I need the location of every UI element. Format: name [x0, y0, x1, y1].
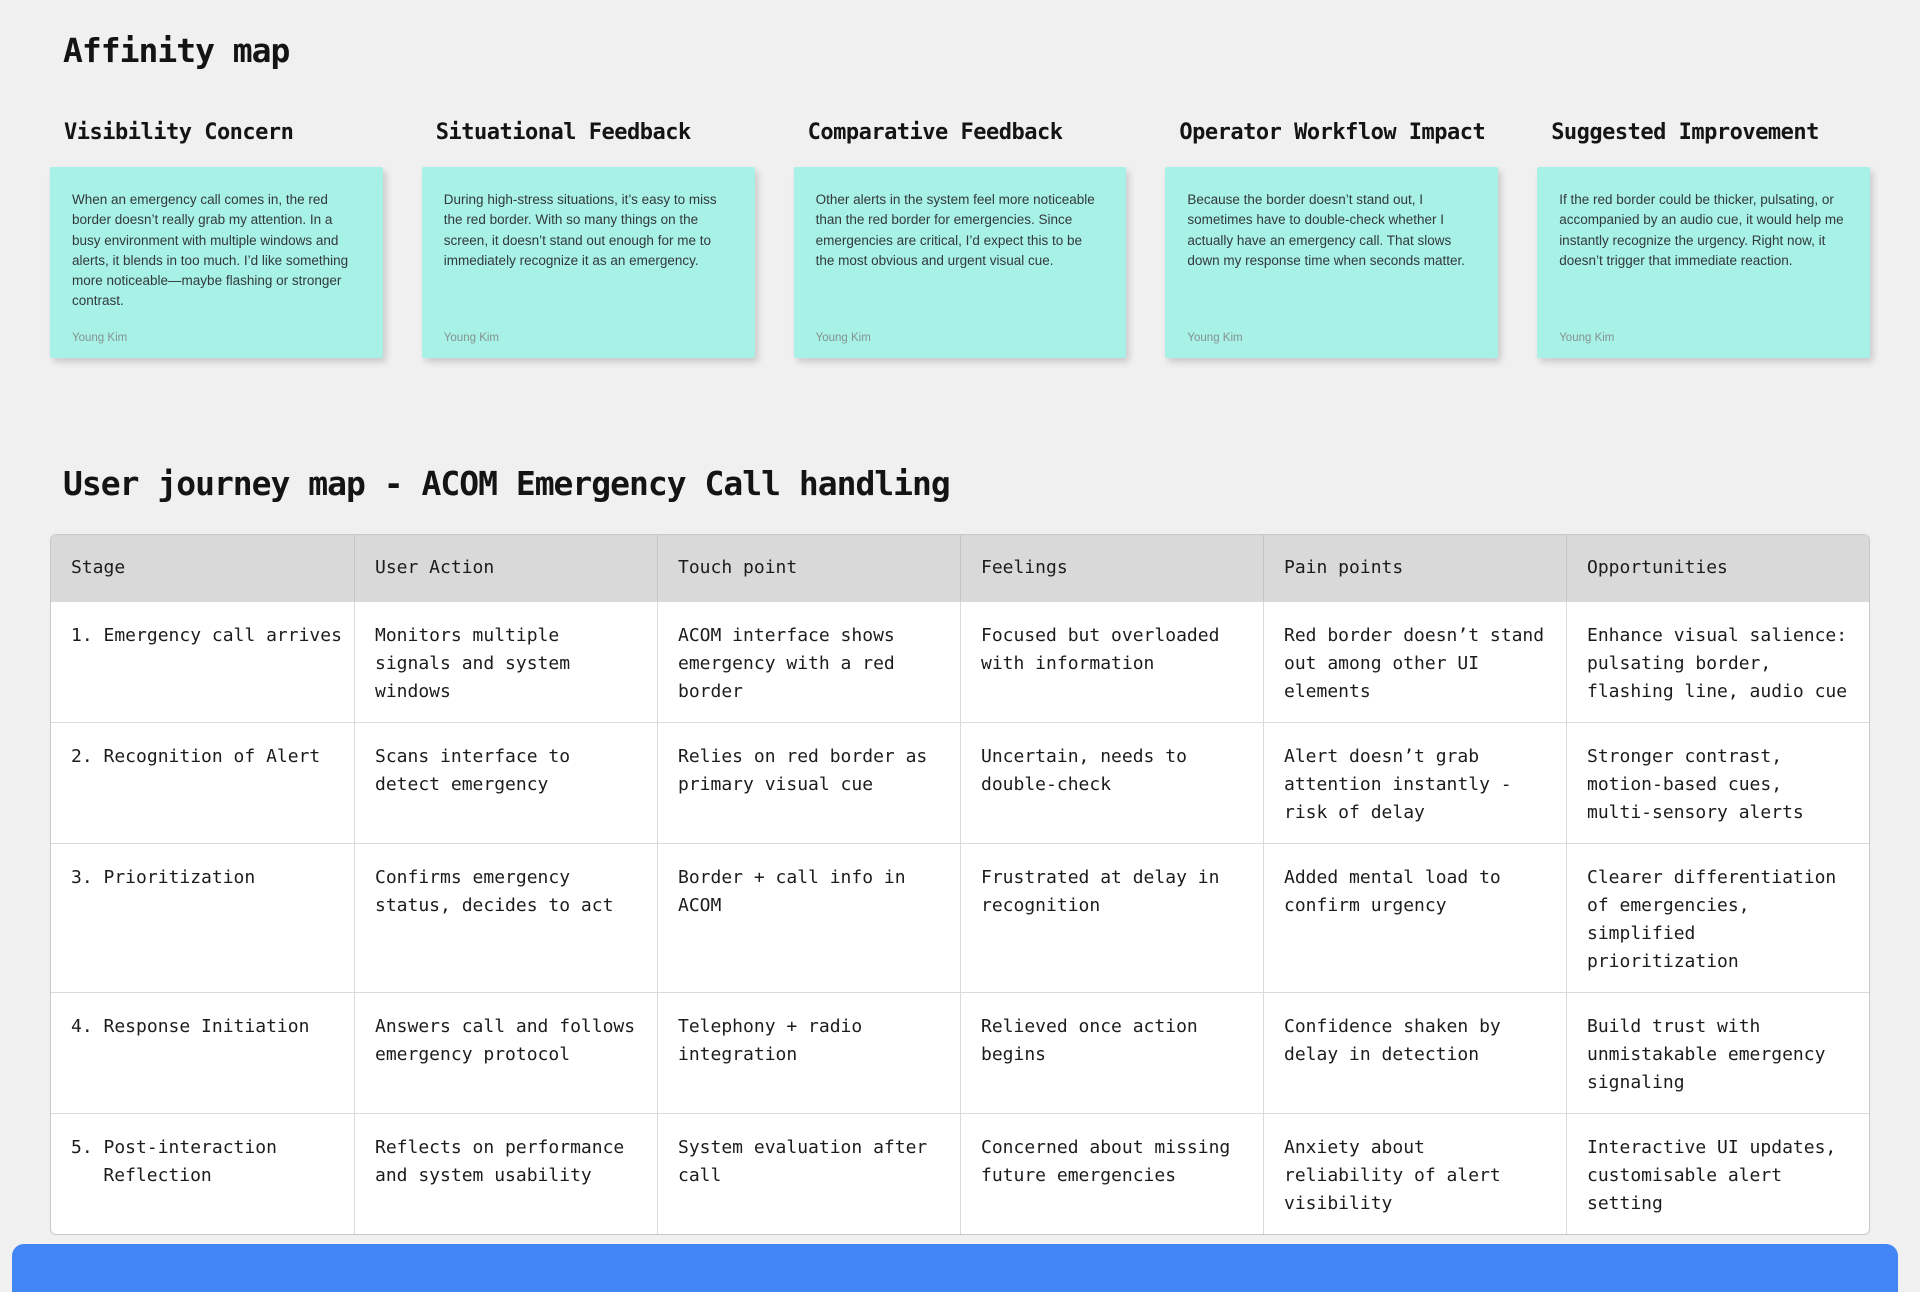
stage-text: 4. Response Initiation — [71, 1016, 310, 1037]
sticky-note-author: Young Kim — [443, 332, 499, 344]
affinity-map-grid: Visibility Concern When an emergency cal… — [50, 120, 1870, 358]
affinity-group-header: Visibility Concern — [64, 120, 294, 145]
affinity-column-visibility-concern: Visibility Concern When an emergency cal… — [50, 120, 383, 358]
table-cell-feelings[interactable]: Relieved once action begins — [960, 992, 1263, 1113]
sticky-note[interactable]: When an emergency call comes in, the red… — [50, 167, 383, 358]
table-cell-stage[interactable]: 3. Prioritization — [51, 843, 354, 992]
table-cell-touch-point[interactable]: System evaluation after call — [657, 1113, 960, 1234]
sticky-note-text: Because the border doesn’t stand out, I … — [1187, 192, 1466, 268]
table-header-pain-points[interactable]: Pain points — [1263, 535, 1566, 601]
table-cell-pain-points[interactable]: Anxiety about reliability of alert visib… — [1263, 1113, 1566, 1234]
table-cell-touch-point[interactable]: Telephony + radio integration — [657, 992, 960, 1113]
table-cell-pain-points[interactable]: Red border doesn’t stand out among other… — [1263, 601, 1566, 722]
sticky-note[interactable]: Because the border doesn’t stand out, I … — [1165, 167, 1499, 358]
sticky-note-text: If the red border could be thicker, puls… — [1559, 192, 1844, 268]
table-header-user-action[interactable]: User Action — [354, 535, 657, 601]
sticky-note-author: Young Kim — [1559, 332, 1615, 344]
sticky-note-text: Other alerts in the system feel more not… — [815, 192, 1095, 268]
affinity-column-suggested-improvement: Suggested Improvement If the red border … — [1537, 120, 1870, 358]
sticky-note[interactable]: During high-stress situations, it’s easy… — [421, 167, 755, 358]
sticky-note[interactable]: If the red border could be thicker, puls… — [1537, 167, 1870, 358]
table-cell-user-action[interactable]: Reflects on performance and system usabi… — [354, 1113, 657, 1234]
table-cell-stage[interactable]: 1. Emergency call arrives — [51, 601, 354, 722]
table-cell-pain-points[interactable]: Confidence shaken by delay in detection — [1263, 992, 1566, 1113]
table-cell-touch-point[interactable]: Relies on red border as primary visual c… — [657, 722, 960, 843]
table-header-stage[interactable]: Stage — [51, 535, 354, 601]
table-cell-opportunities[interactable]: Enhance visual salience: pulsating borde… — [1566, 601, 1869, 722]
table-cell-user-action[interactable]: Monitors multiple signals and system win… — [354, 601, 657, 722]
sticky-note-text: When an emergency call comes in, the red… — [72, 192, 349, 309]
user-journey-map-title: User journey map - ACOM Emergency Call h… — [63, 464, 951, 503]
table-cell-user-action[interactable]: Confirms emergency status, decides to ac… — [354, 843, 657, 992]
sticky-note[interactable]: Other alerts in the system feel more not… — [793, 167, 1127, 358]
table-cell-stage[interactable]: 2. Recognition of Alert — [51, 722, 354, 843]
sticky-note-text: During high-stress situations, it’s easy… — [443, 192, 717, 268]
table-cell-feelings[interactable]: Concerned about missing future emergenci… — [960, 1113, 1263, 1234]
stage-text: 1. Emergency call arrives — [71, 625, 342, 646]
affinity-group-header: Operator Workflow Impact — [1179, 120, 1486, 145]
table-cell-opportunities[interactable]: Stronger contrast, motion-based cues, mu… — [1566, 722, 1869, 843]
table-cell-opportunities[interactable]: Interactive UI updates, customisable ale… — [1566, 1113, 1869, 1234]
table-cell-touch-point[interactable]: ACOM interface shows emergency with a re… — [657, 601, 960, 722]
sticky-note-author: Young Kim — [815, 332, 871, 344]
affinity-column-operator-workflow-impact: Operator Workflow Impact Because the bor… — [1165, 120, 1499, 358]
table-header-touch-point[interactable]: Touch point — [657, 535, 960, 601]
affinity-column-comparative-feedback: Comparative Feedback Other alerts in the… — [793, 120, 1127, 358]
affinity-column-situational-feedback: Situational Feedback During high-stress … — [421, 120, 755, 358]
table-cell-opportunities[interactable]: Clearer differentiation of emergencies, … — [1566, 843, 1869, 992]
stage-text: 3. Prioritization — [71, 867, 256, 888]
user-journey-table: Stage User Action Touch point Feelings P… — [50, 534, 1870, 1235]
sticky-note-author: Young Kim — [1187, 332, 1243, 344]
sticky-note-author: Young Kim — [72, 332, 128, 344]
affinity-group-header: Comparative Feedback — [807, 120, 1063, 145]
affinity-map-title: Affinity map — [63, 31, 290, 70]
table-cell-stage[interactable]: 5. Post-interaction Reflection — [51, 1113, 354, 1234]
table-cell-user-action[interactable]: Answers call and follows emergency proto… — [354, 992, 657, 1113]
table-cell-pain-points[interactable]: Alert doesn’t grab attention instantly -… — [1263, 722, 1566, 843]
table-cell-stage[interactable]: 4. Response Initiation — [51, 992, 354, 1113]
table-cell-feelings[interactable]: Focused but overloaded with information — [960, 601, 1263, 722]
bottom-frame-bar[interactable] — [12, 1244, 1898, 1292]
table-cell-feelings[interactable]: Uncertain, needs to double-check — [960, 722, 1263, 843]
affinity-group-header: Suggested Improvement — [1551, 120, 1819, 145]
table-cell-user-action[interactable]: Scans interface to detect emergency — [354, 722, 657, 843]
table-header-feelings[interactable]: Feelings — [960, 535, 1263, 601]
stage-text: 2. Recognition of Alert — [71, 746, 321, 767]
table-cell-opportunities[interactable]: Build trust with unmistakable emergency … — [1566, 992, 1869, 1113]
affinity-group-header: Situational Feedback — [435, 120, 691, 145]
table-cell-touch-point[interactable]: Border + call info in ACOM — [657, 843, 960, 992]
table-cell-pain-points[interactable]: Added mental load to confirm urgency — [1263, 843, 1566, 992]
stage-text: 5. Post-interaction Reflection — [71, 1137, 277, 1186]
table-cell-feelings[interactable]: Frustrated at delay in recognition — [960, 843, 1263, 992]
table-header-opportunities[interactable]: Opportunities — [1566, 535, 1869, 601]
